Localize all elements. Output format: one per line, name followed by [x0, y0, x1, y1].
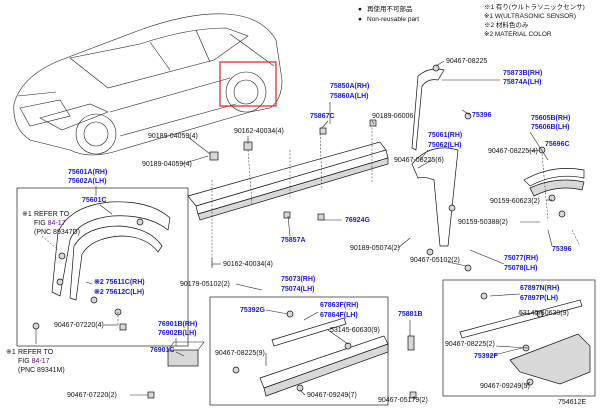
label-90467-08225: 90467-08225 — [446, 58, 487, 65]
label-90467-08225-9: 90467-08225(9) — [215, 350, 265, 357]
label-75860a: 75860A(LH) — [330, 93, 369, 100]
highlight-box — [219, 61, 277, 107]
legend-non-reusable-en: Non-reusable part — [367, 16, 419, 23]
label-90467-08225-6: 90467-08225(6) — [394, 157, 444, 164]
label-76901b: 76901B(RH) — [158, 321, 197, 328]
label-75396: 75396 — [472, 112, 492, 119]
label-90162-40034-b: 90162-40034(4) — [223, 261, 273, 268]
label-75601c: 75601C — [82, 197, 107, 204]
ref-pnc: (PNC 89341M) — [18, 367, 65, 374]
label-75073: 75073(RH) — [281, 276, 315, 283]
legend-note-2-jp: ※2 材料色のみ — [484, 20, 529, 29]
label-76902b: 76902B(LH) — [158, 330, 197, 337]
label-90467-09249-7: 90467-09249(7) — [307, 392, 357, 399]
label-90467-08225-4: 90467-08225(4) — [488, 148, 538, 155]
label-75867c: 75867C — [310, 113, 335, 120]
label-75881b: 75881B — [398, 311, 423, 318]
label-75062: 75062(LH) — [428, 142, 461, 149]
label-67897n: 67897N(RH) — [520, 285, 559, 292]
label-90467-07220-4: 90467-07220(4) — [54, 322, 104, 329]
label-90162-40034-a: 90162-40034(4) — [234, 128, 284, 135]
label-67863f: 67863F(RH) — [320, 302, 359, 309]
rear-fender-parts — [411, 64, 585, 272]
label-75601a: 75601A(RH) — [68, 169, 107, 176]
label-76901c: 76901C — [150, 347, 175, 354]
leader-lines — [85, 60, 553, 400]
label-67864f: 67864F(LH) — [320, 312, 358, 319]
legend: ● 再使用不可部品 ● Non-reusable part ※1 有り(ウルトラ… — [358, 2, 585, 38]
callout-labels: 90467-08225 75873B(RH) 75874A(LH) 75850A… — [54, 58, 586, 406]
ref-line: REFER TO — [18, 349, 54, 356]
label-90189-05074: 90189-05074(2) — [350, 245, 400, 252]
label-90159-50388: 90159-50388(2) — [458, 219, 508, 226]
legend-note-2-en: ※2 MATERIAL COLOR — [484, 31, 552, 38]
label-90467-05102-a: 90467-05102(2) — [410, 257, 460, 264]
ref-line: REFER TO — [34, 211, 70, 218]
ref-fig: FIG 84-17 — [34, 220, 66, 227]
label-90189-04059-a: 90189-04059(4) — [148, 133, 198, 140]
label-75857a: 75857A — [281, 237, 306, 244]
label-75061: 75061(RH) — [428, 132, 462, 139]
ref-fig-prefix: FIG — [18, 358, 32, 365]
label-76924g: 76924G — [345, 217, 370, 224]
label-75605b: 75605B(RH) — [531, 115, 570, 122]
label-75611c: ※2 75611C(RH) — [94, 278, 145, 286]
label-53145-60630-a: 53145-60630(9) — [330, 327, 380, 334]
car-illustration — [13, 13, 283, 156]
legend-note-1-jp: ※1 有り(ウルトラソニックセンサ) — [484, 2, 585, 11]
label-75612c: ※2 75612C(LH) — [94, 288, 144, 296]
small-parts-left — [32, 322, 417, 399]
label-90179-05102: 90179-05102(2) — [180, 281, 230, 288]
label-90467-09249-5: 90467-09249(5) — [480, 383, 530, 390]
label-90467-05179: 90467-05179(2) — [378, 397, 428, 404]
label-90159-60623: 90159-60623(2) — [490, 198, 540, 205]
ref-fig-link[interactable]: 84-17 — [32, 358, 50, 365]
label-75874a: 75874A(LH) — [503, 79, 542, 86]
label-67897p: 67897P(LH) — [520, 295, 558, 302]
label-90189-06006: 90189-06006 — [372, 113, 413, 120]
label-75602a: 75602A(LH) — [68, 178, 107, 185]
label-90467-07220-2: 90467-07220(2) — [67, 392, 117, 399]
label-90189-04059-b: 90189-04059(4) — [142, 161, 192, 168]
ref-fig: FIG 84-17 — [18, 358, 50, 365]
label-75074: 75074(LH) — [281, 286, 314, 293]
rear-rocker-parts — [459, 292, 591, 386]
rocker-lower-parts — [232, 310, 389, 397]
legend-non-reusable-jp: 再使用不可部品 — [367, 4, 413, 13]
label-75696c: 75696C — [545, 141, 570, 148]
label-75077: 75077(RH) — [504, 255, 538, 262]
refer-to-note-top: ※1 REFER TO FIG 84-17 (PNC 89347D) — [22, 211, 80, 236]
label-75396-b: 75396 — [552, 246, 572, 253]
ref-mark: ※1 — [6, 349, 16, 356]
figure-id: 754612E — [558, 399, 586, 406]
legend-bullet: ● — [358, 6, 362, 13]
refer-to-note-bottom: ※1 REFER TO FIG 84-17 (PNC 89341M) — [6, 349, 65, 374]
fender-arch-left — [41, 201, 171, 326]
ref-fig-prefix: FIG — [34, 220, 48, 227]
label-75078: 75078(LH) — [504, 265, 537, 272]
label-75606b: 75606B(LH) — [531, 124, 570, 131]
detail-box-rear-rocker — [442, 279, 596, 397]
legend-bullet: ● — [358, 16, 362, 23]
rocker-moulding-upper — [187, 119, 389, 268]
label-75392f: 75392F — [474, 353, 498, 360]
label-75873b: 75873B(RH) — [503, 70, 542, 77]
ref-fig-link[interactable]: 84-17 — [48, 220, 66, 227]
ref-pnc: (PNC 89347D) — [34, 229, 80, 236]
detail-box-fender-liner — [16, 187, 189, 347]
ref-mark: ※1 — [22, 211, 32, 218]
label-75850a: 75850A(RH) — [330, 83, 369, 90]
label-90467-08225-2: 90467-08225(2) — [445, 341, 495, 348]
label-53145-60630-b: 53145-60630(9) — [519, 310, 569, 317]
label-75392g: 75392G — [240, 307, 265, 314]
legend-note-1-en: ※1 W(ULTRASONIC SENSOR) — [484, 13, 576, 20]
